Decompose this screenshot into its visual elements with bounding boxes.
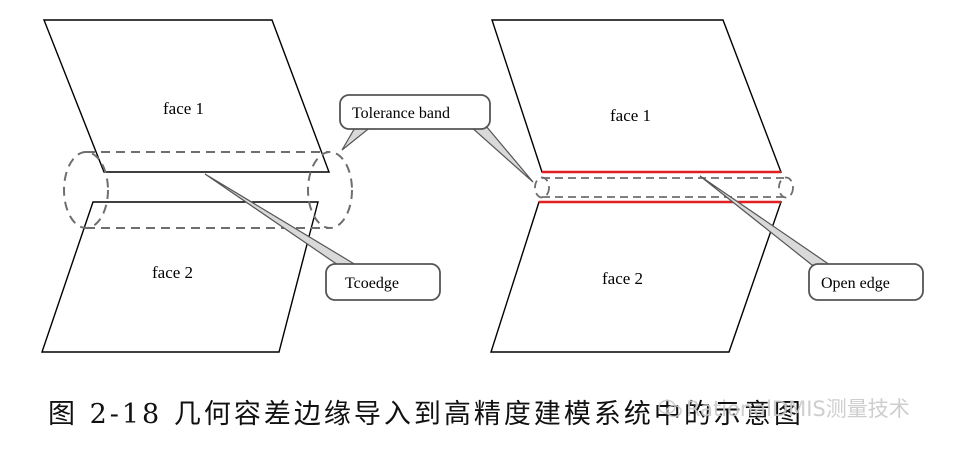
tolerance-band-callout [339, 94, 491, 130]
tcoedge-callout [325, 263, 441, 301]
left-face-2-label: face 2 [152, 263, 193, 282]
right-figure: face 1 face 2 Open edge [490, 19, 924, 353]
right-tolerance-band [534, 176, 794, 199]
figure-caption: 图 2-18 几何容差边缘导入到高精度建模系统中的示意图 [48, 399, 804, 430]
right-face-2-label: face 2 [602, 269, 643, 288]
wechat-icon [658, 399, 682, 418]
tolerance-band-label: Tolerance band [352, 105, 450, 122]
right-face-1 [491, 19, 783, 173]
open-edge-label: Open edge [821, 275, 890, 292]
tolerance-band-callout-group: Tolerance band [339, 94, 534, 183]
left-face-2 [41, 201, 319, 353]
left-figure: face 1 face 2 Tcoedge [41, 19, 441, 353]
left-face-1 [42, 19, 331, 173]
watermark-text: RationalDMIS测量技术 [686, 397, 910, 421]
watermark: RationalDMIS测量技术 [658, 393, 910, 423]
tolerance-band-pointer-right [468, 125, 534, 183]
right-face-1-label: face 1 [610, 106, 651, 125]
tcoedge-label: Tcoedge [345, 275, 399, 292]
left-face-1-label: face 1 [163, 99, 204, 118]
open-edge-callout [808, 263, 924, 301]
